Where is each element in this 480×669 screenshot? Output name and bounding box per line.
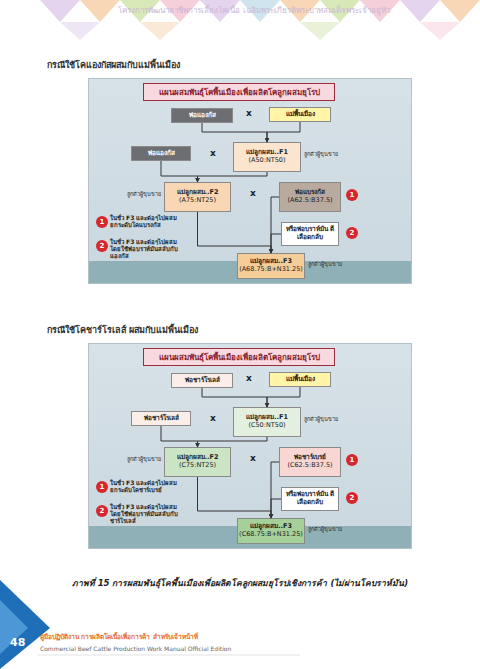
cross-symbol: x [250, 453, 256, 464]
deco-triangle [400, 0, 440, 22]
page-number: 48 [10, 636, 25, 649]
box-text: แม่ลูกผสม..F1 [246, 414, 288, 422]
figure-caption: ภาพที่ 15 การผสมพันธุ์โคพื้นเมืองเพื่อผล… [50, 578, 430, 588]
footer-rule [38, 655, 300, 656]
blood-ratio: (A62.5:B37.5) [287, 197, 332, 205]
callout-number: 1 [346, 189, 358, 201]
box-text: พ่อชาร์เบรย์ [294, 454, 326, 462]
breeding-note: ในชั่ว F3 และต่อๆไปผสมโดยใช้พ่อบราห์มันส… [110, 503, 185, 525]
callout-number: 2 [346, 492, 358, 504]
alternative-sire-box: หรือพ่อบราห์มัน ตีเลือดกลับ [281, 487, 339, 511]
offspring-note: ลูกตัวผู้ขุนขาย [105, 456, 161, 463]
box-text: หรือพ่อบราห์มัน ตีเลือดกลับ [282, 226, 338, 242]
box-text: พ่อชาร์โรเลส์ [185, 377, 220, 385]
sire-box: พ่อแองกัส [171, 108, 233, 123]
box-text: แม่ลูกผสม..F1 [246, 149, 288, 157]
plan-title: แผนผสมพันธุ์โคพื้นเมืองเพื่อผลิตโคลูกผสม… [143, 348, 335, 366]
cross-symbol: x [246, 108, 252, 119]
corner-shape [0, 600, 28, 654]
box-text: พ่อชาร์โรเลส์ [144, 415, 179, 423]
box-text: แม่ลูกผสม..F2 [177, 189, 219, 197]
crossbred-box: แม่ลูกผสม..F3(C68.75:B+N31.25) [237, 518, 305, 544]
offspring-note: ลูกตัวผู้ขุนขาย [308, 261, 364, 268]
callout-number: 1 [346, 454, 358, 466]
box-text: พ่อแองกัส [189, 112, 216, 120]
section-heading: กรณีใช้โคแองกัสผสมกับแม่พื้นเมือง [47, 60, 180, 71]
blood-ratio: (C50:NT50) [248, 422, 285, 430]
box-text: แม่ลูกผสม..F3 [250, 258, 292, 266]
crossbred-box: แม่ลูกผสม..F1(C50:NT50) [233, 407, 301, 437]
cross-symbol: x [210, 148, 216, 159]
footer-subtitle: Commercial Beef Cattle Production Work M… [40, 645, 231, 652]
callout-number: 2 [96, 505, 108, 517]
box-text: หรือพ่อบราห์มัน ตีเลือดกลับ [282, 491, 338, 507]
section-heading: กรณีใช้โคชาร์โรเลส์ ผสมกับแม่พื้นเมือง [47, 325, 198, 336]
callout-number: 1 [96, 481, 108, 493]
sire-box: พ่อชาร์โรเลส์ [171, 373, 233, 388]
breeding-note: ในชั่ว F3 และต่อๆไปผสมยกระดับโคชาร์เบรย์ [110, 479, 185, 493]
running-header: โครงการพัฒนาอาชีพการเลี้ยงโคเนื้อ เฉลิมพ… [118, 6, 390, 16]
offspring-note: ลูกตัวผู้ขุนขาย [105, 191, 161, 198]
box-text: พ่อแบรงกัส [295, 189, 325, 197]
deco-triangle [40, 0, 80, 22]
crossbred-box: แม่ลูกผสม..F2(C75:NT25) [164, 447, 231, 477]
breeding-note: ในชั่ว F3 และต่อๆไปผสมโดยใช้พ่อบราห์มันส… [110, 238, 185, 260]
blood-ratio: (A68.75:B+N31.25) [239, 266, 303, 274]
callout-number: 2 [96, 240, 108, 252]
blood-ratio: (A75:NT25) [179, 197, 216, 205]
breeding-note: ในชั่ว F3 และต่อๆไปผสมยกระดับโคแบรงกัส [110, 214, 185, 228]
dam-box: แม่พื้นเมือง [269, 107, 331, 122]
deco-triangle [140, 22, 180, 40]
plan-title: แผนผสมพันธุ์โคพื้นเมืองเพื่อผลิตโคลูกผสม… [143, 83, 335, 101]
box-text: แม่พื้นเมือง [286, 111, 315, 119]
deco-triangle [420, 22, 460, 40]
cross-symbol: x [250, 188, 256, 199]
blood-ratio: (A50:NT50) [248, 157, 285, 165]
sire-box: พ่อแองกัส [131, 146, 191, 161]
deco-triangle [60, 22, 100, 40]
callout-number: 2 [346, 227, 358, 239]
deco-triangle [440, 0, 480, 22]
offspring-note: ลูกตัวผู้ขุนขาย [304, 416, 360, 423]
box-text: พ่อแองกัส [148, 150, 175, 158]
offspring-note: ลูกตัวผู้ขุนขาย [308, 526, 364, 533]
offspring-note: ลูกตัวผู้ขุนขาย [304, 151, 360, 158]
box-text: แม่ลูกผสม..F3 [250, 523, 292, 531]
box-text: แม่ลูกผสม..F2 [177, 454, 219, 462]
dam-box: แม่พื้นเมือง [269, 372, 331, 387]
blood-ratio: (C68.75:B+N31.25) [239, 531, 303, 539]
cross-symbol: x [210, 413, 216, 424]
crossbred-box: แม่ลูกผสม..F2(A75:NT25) [164, 182, 231, 212]
blood-ratio: (C75:NT25) [179, 462, 216, 470]
crossbred-box: แม่ลูกผสม..F3(A68.75:B+N31.25) [237, 253, 305, 279]
deco-triangle [300, 22, 340, 40]
corner-shape [0, 580, 50, 669]
callout-number: 1 [96, 216, 108, 228]
crossbred-box: แม่ลูกผสม..F1(A50:NT50) [233, 142, 301, 172]
box-text: แม่พื้นเมือง [286, 376, 315, 384]
footer-title: คู่มือปฏิบัติงาน การผลิตโคเนื้อเพื่อการค… [40, 634, 198, 642]
blood-ratio: (C62.5:B37.5) [287, 462, 332, 470]
deco-triangle [80, 0, 120, 22]
sire-box: พ่อชาร์เบรย์(C62.5:B37.5) [279, 447, 341, 477]
alternative-sire-box: หรือพ่อบราห์มัน ตีเลือดกลับ [281, 222, 339, 246]
cross-symbol: x [246, 373, 252, 384]
sire-box: พ่อชาร์โรเลส์ [131, 411, 191, 426]
sire-box: พ่อแบรงกัส(A62.5:B37.5) [279, 182, 341, 212]
